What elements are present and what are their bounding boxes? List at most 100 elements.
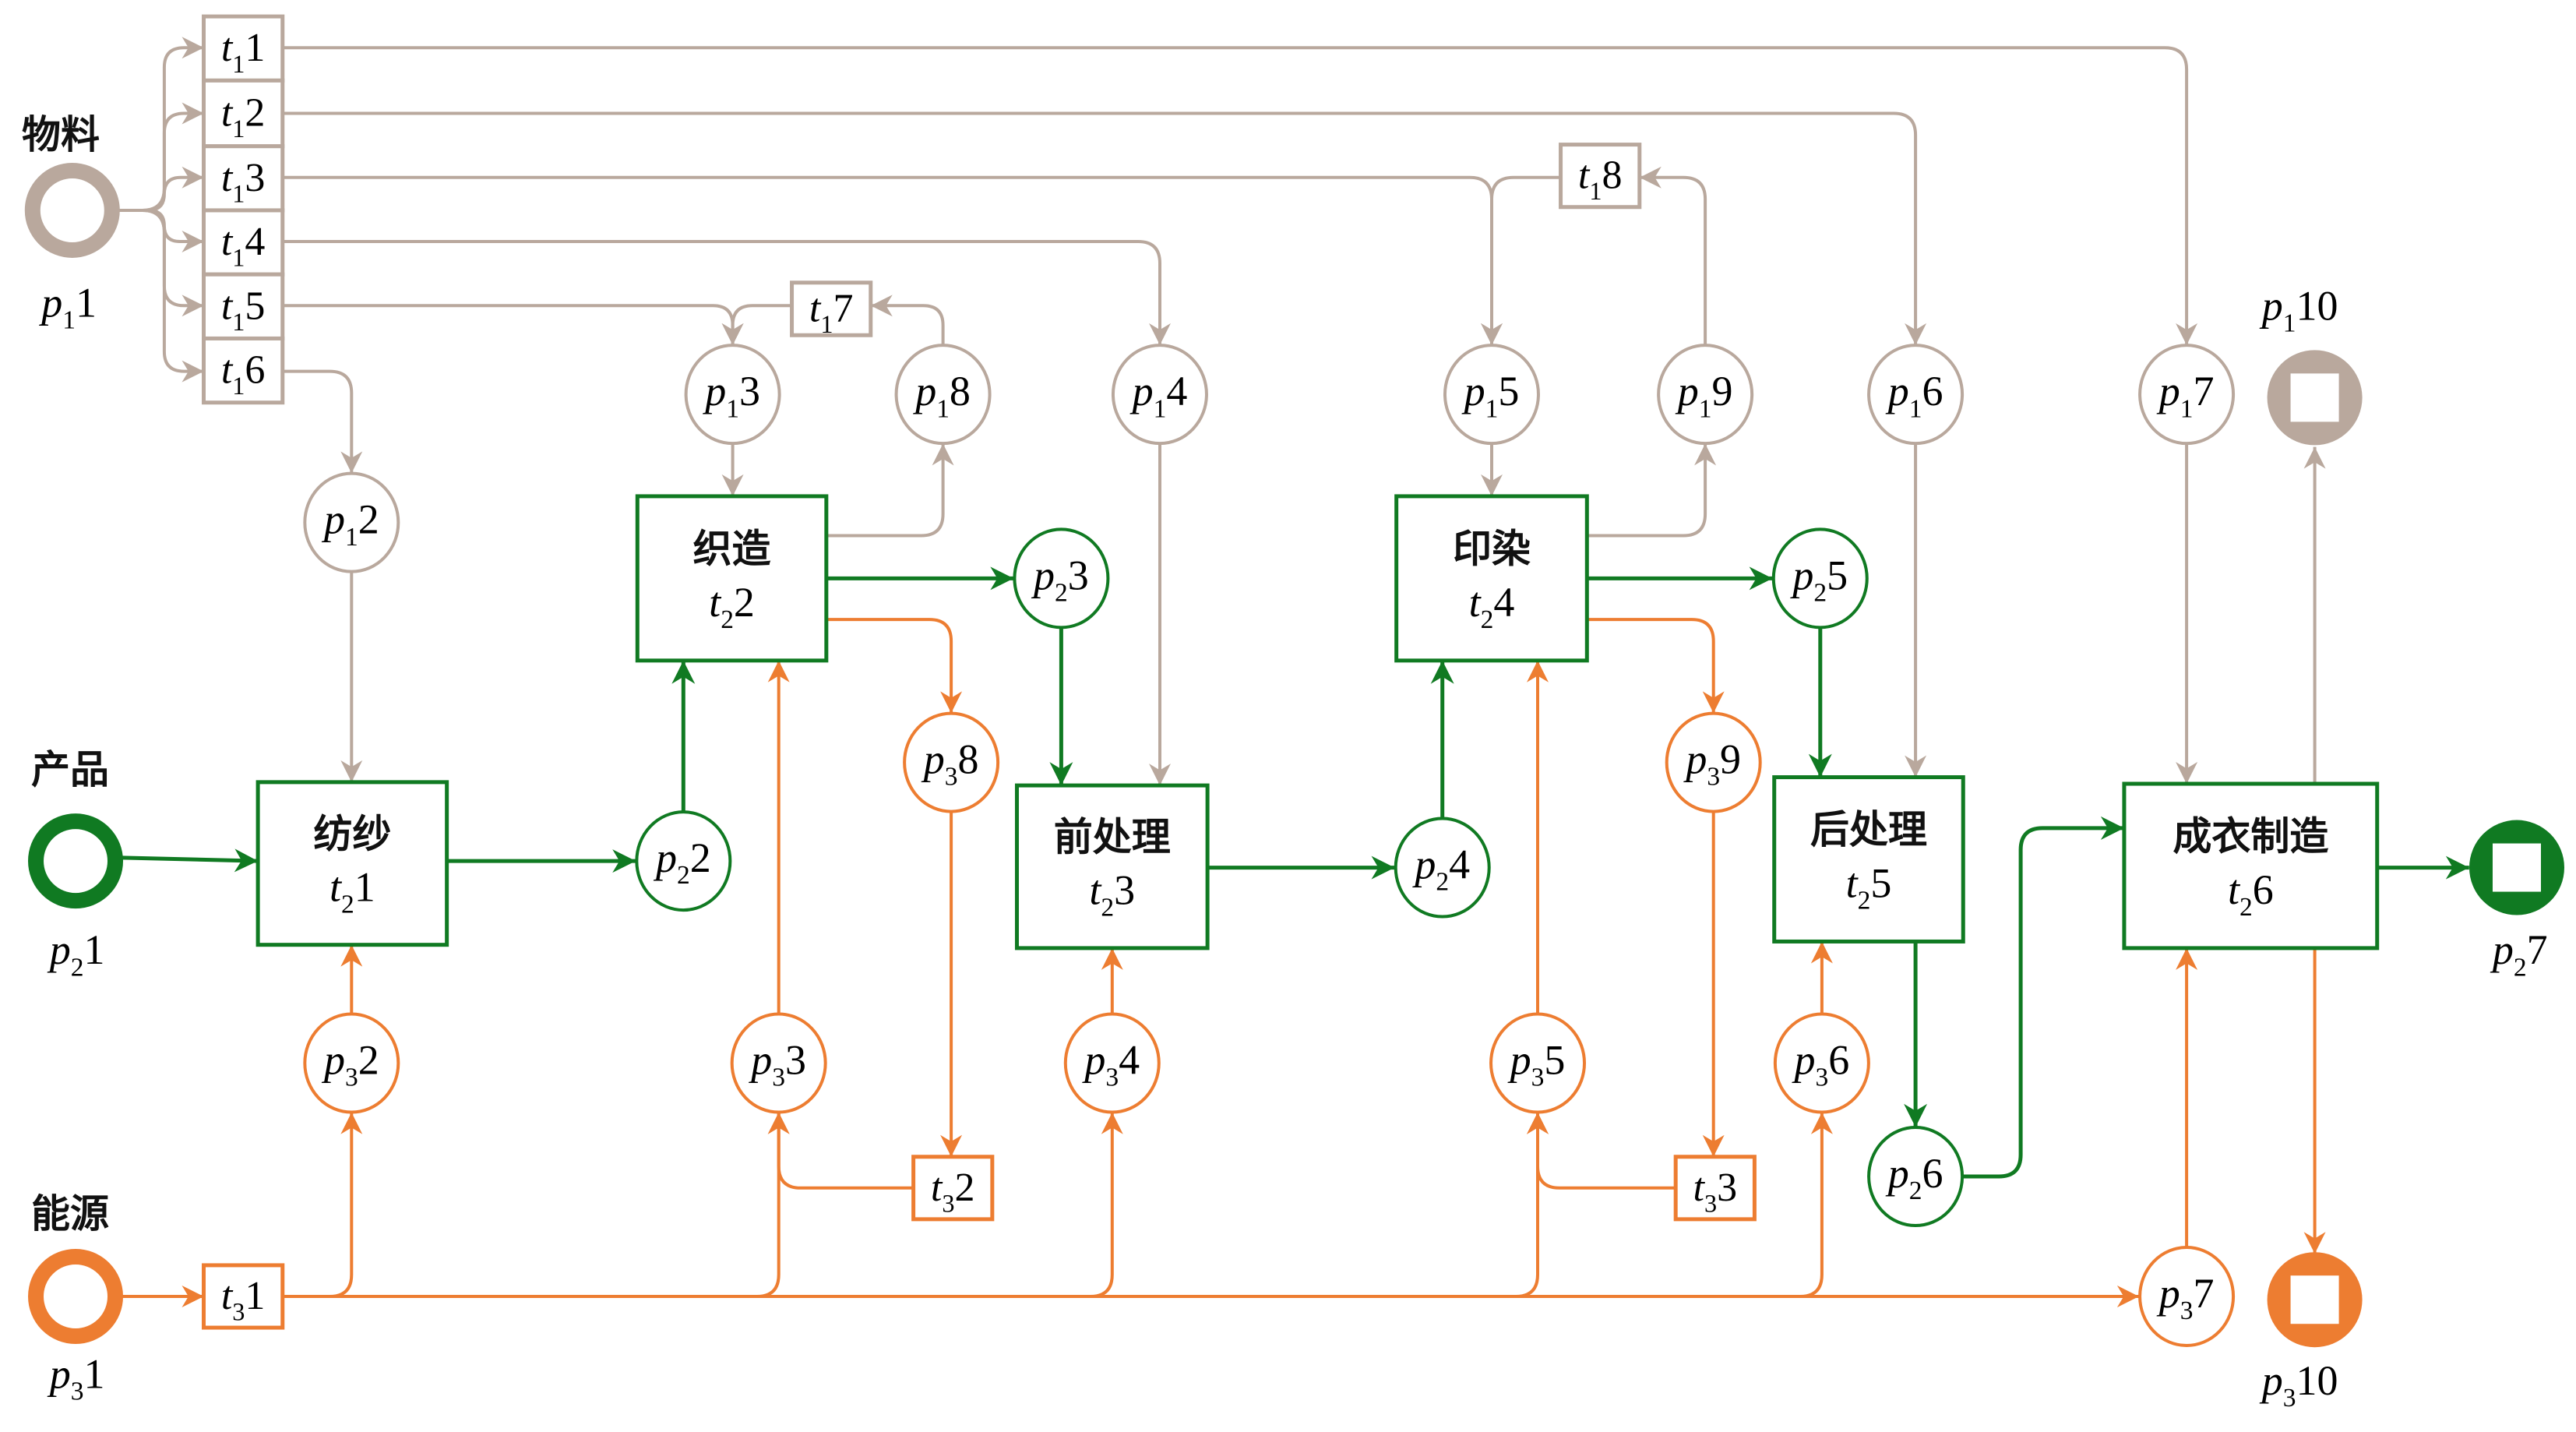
transition-t1-7[interactable]: t17: [790, 280, 873, 338]
transition-box: [255, 780, 449, 947]
group-label-energy: 能源: [31, 1191, 109, 1236]
place-p1-1[interactable]: p11: [24, 162, 120, 334]
transition-name: 后处理: [1810, 807, 1927, 852]
arc-t1_5-to-p1_3: [282, 304, 744, 345]
place-p1-2[interactable]: p12: [303, 471, 400, 573]
transition-box: [202, 144, 285, 213]
transition-t3-2[interactable]: t32: [911, 1155, 995, 1222]
transition-label: t17: [809, 286, 854, 338]
place-label: p39: [1683, 736, 1741, 792]
transition-box: [790, 280, 873, 337]
transition-name: 织造: [693, 526, 771, 571]
place-circle-icon: [1771, 527, 1869, 630]
transition-label: t15: [221, 284, 266, 336]
arc-t1_6-to-p1_2: [282, 369, 363, 474]
place-label: p11: [38, 279, 97, 334]
arc-t2_2-to-p1_8: [826, 443, 954, 538]
place-label: p17: [2156, 368, 2215, 423]
arc-p1_1-to-t1_6: [118, 209, 204, 383]
transition-label: t24: [1469, 579, 1515, 634]
place-p3-8[interactable]: p38: [903, 711, 1000, 813]
place-p3-1[interactable]: p31: [28, 1249, 124, 1406]
transition-t3-3[interactable]: t33: [1673, 1155, 1757, 1222]
arc-p1_1-to-t1_4: [118, 209, 204, 252]
arc-p1_9-to-t1_8: [1639, 166, 1707, 345]
place-p1-10[interactable]: p110: [2259, 282, 2363, 446]
place-p1-9[interactable]: p19: [1657, 344, 1754, 446]
place-p2-5[interactable]: p25: [1771, 527, 1869, 630]
place-label: p310: [2259, 1357, 2338, 1413]
arc-p1_1-to-t1_5: [118, 209, 204, 317]
place-circle-icon: [684, 344, 781, 446]
place-p3-9[interactable]: p39: [1665, 711, 1762, 813]
transition-label: t18: [1578, 153, 1623, 206]
arc-t3_2-to-p3_3: [767, 1112, 914, 1190]
transition-t1-5[interactable]: t15: [202, 272, 285, 340]
transition-label: t32: [931, 1166, 975, 1218]
place-p2-7[interactable]: p27: [2469, 820, 2564, 982]
transition-t1-8[interactable]: t18: [1559, 143, 1642, 210]
place-label: p21: [47, 926, 105, 982]
place-label: p12: [321, 496, 379, 552]
place-circle-icon: [1657, 344, 1754, 446]
place-p3-5[interactable]: p35: [1489, 1012, 1587, 1114]
transition-t1-1[interactable]: t11: [202, 14, 285, 83]
place-p1-3[interactable]: p13: [684, 344, 781, 446]
transition-label: t25: [1846, 860, 1892, 915]
arc-p1_8-to-t1_7: [870, 295, 945, 345]
sink-square-icon: [2290, 1275, 2339, 1324]
transition-t3-1[interactable]: t31: [202, 1263, 285, 1330]
place-label: p13: [702, 368, 760, 423]
place-p3-6[interactable]: p36: [1773, 1012, 1870, 1114]
place-label: p25: [1789, 552, 1848, 607]
place-p1-8[interactable]: p18: [894, 344, 992, 446]
place-circle-icon: [1394, 817, 1491, 919]
place-p1-7[interactable]: p17: [2138, 344, 2236, 446]
place-label: p16: [1885, 368, 1943, 423]
arc-p2_6-to-t2_6: [1963, 816, 2124, 1179]
place-circle-icon: [1867, 1126, 1965, 1228]
arc-t3_1-to-p3_3: [282, 1112, 790, 1298]
transition-box: [635, 494, 829, 663]
group-label-product: 产品: [31, 747, 109, 792]
arc-t2_4-to-p1_9: [1587, 443, 1717, 538]
place-p1-6[interactable]: p16: [1867, 344, 1965, 446]
transition-label: t23: [1089, 867, 1135, 922]
place-p3-10[interactable]: p310: [2259, 1252, 2363, 1413]
place-p2-4[interactable]: p24: [1394, 817, 1491, 919]
place-p1-5[interactable]: p15: [1443, 344, 1540, 446]
place-label: p31: [47, 1350, 105, 1406]
place-p2-3[interactable]: p23: [1013, 527, 1110, 630]
arc-p1_1-to-t1_3: [118, 166, 204, 212]
transition-box: [1014, 783, 1210, 951]
place-p2-2[interactable]: p22: [635, 810, 732, 912]
place-circle-icon: [1867, 344, 1965, 446]
place-label: p24: [1411, 841, 1470, 897]
place-circle-icon: [303, 471, 400, 573]
place-label: p22: [653, 834, 711, 890]
transition-t2-5[interactable]: 后处理 t25: [1772, 775, 1965, 943]
transition-t1-4[interactable]: t14: [202, 208, 285, 277]
place-p3-3[interactable]: p33: [730, 1012, 827, 1114]
place-circle-icon: [303, 1012, 400, 1114]
transition-t2-2[interactable]: 织造 t22: [635, 494, 829, 663]
place-p1-4[interactable]: p14: [1111, 344, 1208, 446]
transition-t1-6[interactable]: t16: [202, 336, 285, 405]
transition-box: [202, 1263, 285, 1330]
transition-label: t13: [221, 156, 266, 208]
place-p2-1[interactable]: p21: [28, 813, 124, 982]
place-p3-2[interactable]: p32: [303, 1012, 400, 1114]
transition-box: [1673, 1155, 1757, 1222]
place-p3-7[interactable]: p37: [2138, 1246, 2236, 1348]
place-p2-6[interactable]: p26: [1867, 1126, 1965, 1228]
transition-label: t22: [709, 579, 755, 634]
transition-t1-3[interactable]: t13: [202, 144, 285, 213]
transition-t1-2[interactable]: t12: [202, 78, 285, 149]
place-label: p27: [2490, 926, 2548, 982]
place-circle-icon: [730, 1012, 827, 1114]
place-p3-4[interactable]: p34: [1063, 1012, 1161, 1114]
